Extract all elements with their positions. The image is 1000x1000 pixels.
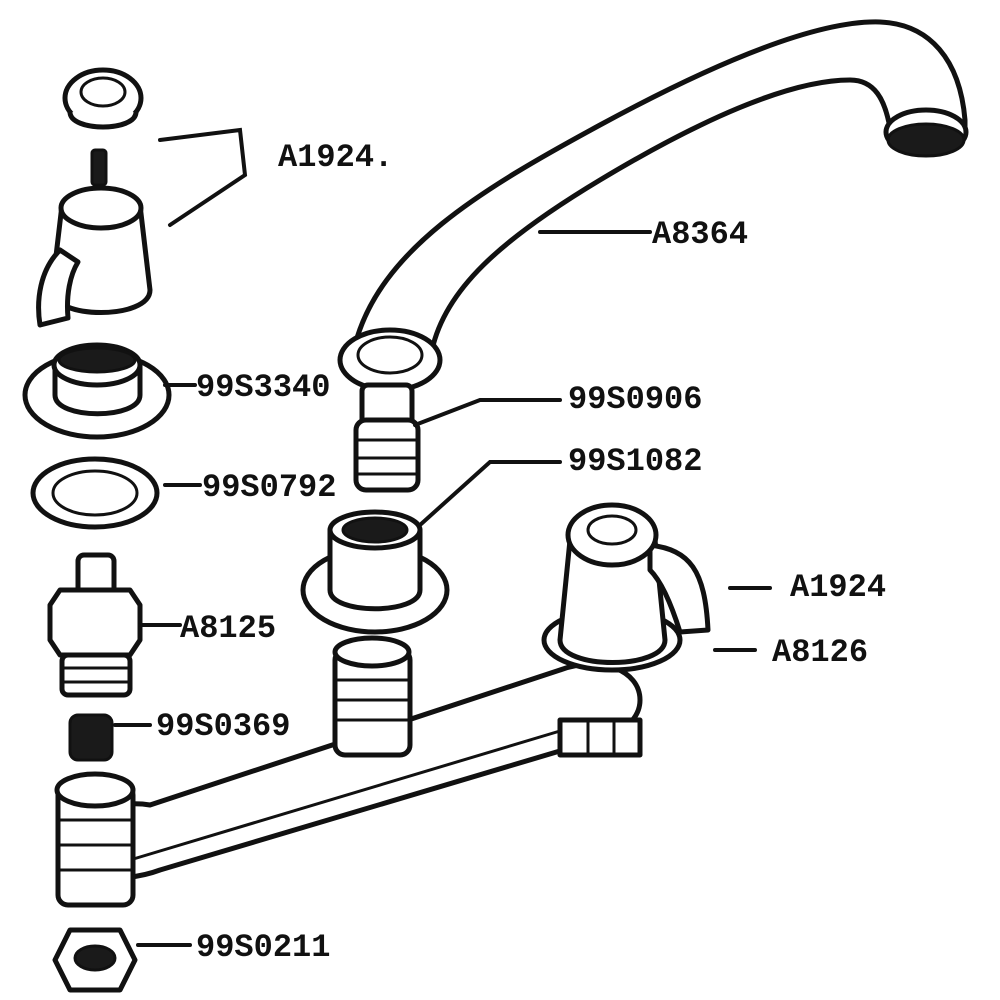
o-ring-part	[30, 456, 160, 530]
left-riser-part	[54, 771, 136, 908]
label-99s1082: 99S1082	[568, 443, 702, 480]
hex-nut-part	[52, 927, 138, 993]
label-99s0211: 99S0211	[196, 929, 330, 966]
right-handle-part	[541, 502, 711, 673]
top-left-handle-assembly	[36, 67, 153, 328]
valve-seat-part	[68, 713, 114, 762]
label-a1924-top: A1924.	[278, 139, 393, 176]
spout-collar-part	[300, 509, 450, 635]
flange-washer-part	[22, 342, 172, 440]
label-a8125: A8125	[180, 610, 276, 647]
leader-lines	[113, 127, 772, 947]
valve-stem-part	[47, 552, 143, 698]
label-99s0906: 99S0906	[568, 381, 702, 418]
faucet-base-part	[57, 635, 643, 881]
label-99s0369: 99S0369	[156, 708, 290, 745]
label-99s0792: 99S0792	[202, 469, 336, 506]
label-a8364: A8364	[652, 216, 748, 253]
label-99s3340: 99S3340	[196, 369, 330, 406]
spout-adapter-part	[353, 382, 421, 493]
label-a8126: A8126	[772, 634, 868, 671]
spout-part	[337, 19, 969, 393]
label-a1924-right: A1924	[790, 569, 886, 606]
